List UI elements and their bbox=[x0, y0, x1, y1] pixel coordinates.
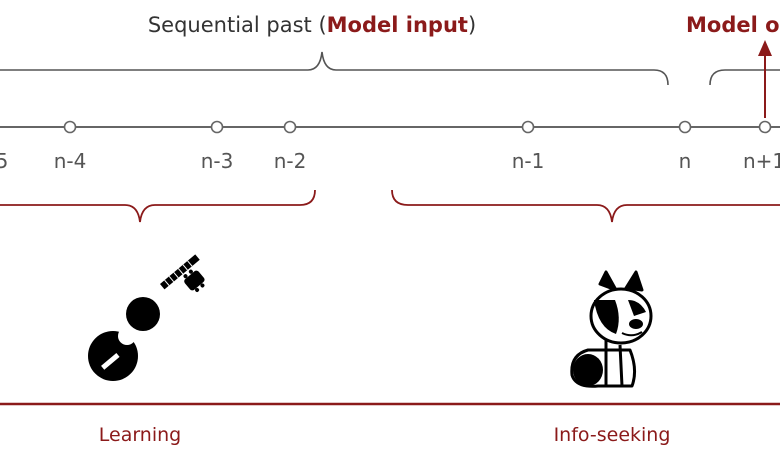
tick-label-n: n bbox=[679, 149, 692, 173]
segment-label-learning: Learning bbox=[99, 424, 182, 446]
output-arrow-head bbox=[758, 40, 772, 56]
timeline-node-n bbox=[678, 120, 692, 134]
segment-label-info-seeking: Info-seeking bbox=[554, 424, 671, 446]
tick-label-n-3: n-3 bbox=[201, 149, 234, 173]
french-bulldog-icon bbox=[570, 270, 653, 388]
timeline-node-n-1 bbox=[521, 120, 535, 134]
tick-label-n-4: n-4 bbox=[54, 149, 87, 173]
tick-label-n+1: n+1 bbox=[743, 149, 780, 173]
model-output-brace bbox=[709, 69, 780, 86]
model-output-label: Model o bbox=[686, 13, 780, 37]
timeline-node-n-2 bbox=[283, 120, 297, 134]
tick-label-n-1: n-1 bbox=[512, 149, 545, 173]
guitar-icon bbox=[88, 254, 205, 381]
sequential-past-title: Sequential past (Model input) bbox=[148, 13, 476, 37]
timeline-node-n-4 bbox=[63, 120, 77, 134]
info-seeking-brace bbox=[391, 189, 780, 223]
timeline-node-n+1 bbox=[758, 120, 772, 134]
learning-brace bbox=[0, 189, 316, 223]
model-input-brace bbox=[0, 51, 669, 86]
tick-label-n-2: n-2 bbox=[274, 149, 307, 173]
timeline-node-n-3 bbox=[210, 120, 224, 134]
tick-label-5: 5 bbox=[0, 149, 8, 173]
